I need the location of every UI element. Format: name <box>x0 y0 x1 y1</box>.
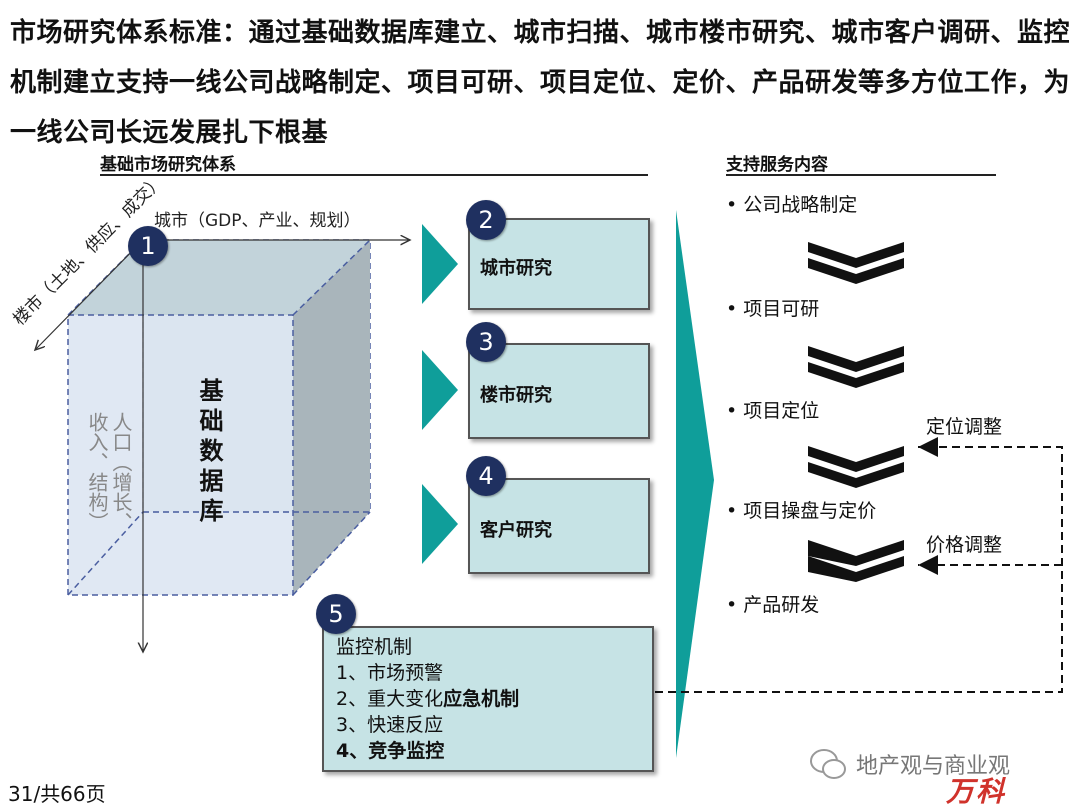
housing-research-box: 楼市研究 <box>468 343 650 439</box>
service-item-pricing: • 项目操盘与定价 <box>726 500 877 522</box>
axis-diag <box>35 239 144 350</box>
monitoring-item-2-bold: 应急机制 <box>443 688 520 710</box>
service-item-label: 项目操盘与定价 <box>743 500 877 522</box>
database-label: 基础数据库 <box>195 378 223 528</box>
feedback-label-positioning: 定位调整 <box>926 416 1003 438</box>
monitoring-item-2-prefix: 2、重大变化 <box>336 688 444 710</box>
service-item-label: 公司战略制定 <box>743 194 858 216</box>
chevron-down-icon <box>808 346 904 388</box>
city-research-label: 城市研究 <box>480 258 552 279</box>
service-item-positioning: • 项目定位 <box>726 400 820 422</box>
feedback-label-pricing: 价格调整 <box>926 534 1003 556</box>
step-badge-5: 5 <box>316 594 356 634</box>
arrow-triangle-customer <box>422 484 458 564</box>
step-badge-3: 3 <box>466 322 506 362</box>
watermark-text: 地产观与商业观 <box>856 754 1011 779</box>
wechat-icon <box>808 744 848 784</box>
monitoring-title: 监控机制 <box>336 636 413 658</box>
left-section-rule <box>100 174 648 176</box>
monitoring-item-2: 2、重大变化应急机制 <box>336 686 519 712</box>
service-item-feasibility: • 项目可研 <box>726 298 820 320</box>
monitoring-item-4: 4、竞争监控 <box>336 740 445 762</box>
service-item-label: 产品研发 <box>743 594 820 616</box>
left-section-title: 基础市场研究体系 <box>100 155 236 175</box>
service-item-product: • 产品研发 <box>726 594 820 616</box>
monitoring-item-1: 1、市场预警 <box>336 662 444 684</box>
service-item-label: 项目可研 <box>743 298 820 320</box>
monitoring-box: 监控机制 1、市场预警 2、重大变化应急机制 3、快速反应 4、竞争监控 <box>322 626 654 772</box>
monitoring-item-3: 3、快速反应 <box>336 714 444 736</box>
arrow-triangle-city <box>422 224 458 304</box>
page-headline: 市场研究体系标准：通过基础数据库建立、城市扫描、城市楼市研究、城市客户调研、监控… <box>10 18 1071 148</box>
big-arrow-triangle <box>676 210 714 758</box>
cube-side-face <box>293 240 370 595</box>
step-badge-2: 2 <box>466 200 506 240</box>
arrow-triangle-housing <box>422 350 458 430</box>
step-badge-1: 1 <box>128 226 168 266</box>
vanke-logo: 万科 <box>946 775 1007 808</box>
customer-research-box: 客户研究 <box>468 478 650 574</box>
page-number: 31/共66页 <box>8 782 106 806</box>
customer-research-label: 客户研究 <box>480 520 552 541</box>
housing-research-label: 楼市研究 <box>480 385 552 406</box>
axis-y-label-col2: 收入、结构） <box>85 412 109 532</box>
right-section-rule <box>726 174 996 176</box>
chevron-down-icon <box>808 242 904 284</box>
service-item-strategy: • 公司战略制定 <box>726 194 858 216</box>
chevron-down-icon <box>808 540 904 582</box>
step-badge-4: 4 <box>466 456 506 496</box>
chevron-down-icon <box>808 446 904 488</box>
right-section-title: 支持服务内容 <box>726 155 828 175</box>
axis-x-label: 城市（GDP、产业、规划） <box>154 211 361 231</box>
service-item-label: 项目定位 <box>743 400 820 422</box>
axis-y-label-col1: 人口（增长、 <box>109 412 133 532</box>
